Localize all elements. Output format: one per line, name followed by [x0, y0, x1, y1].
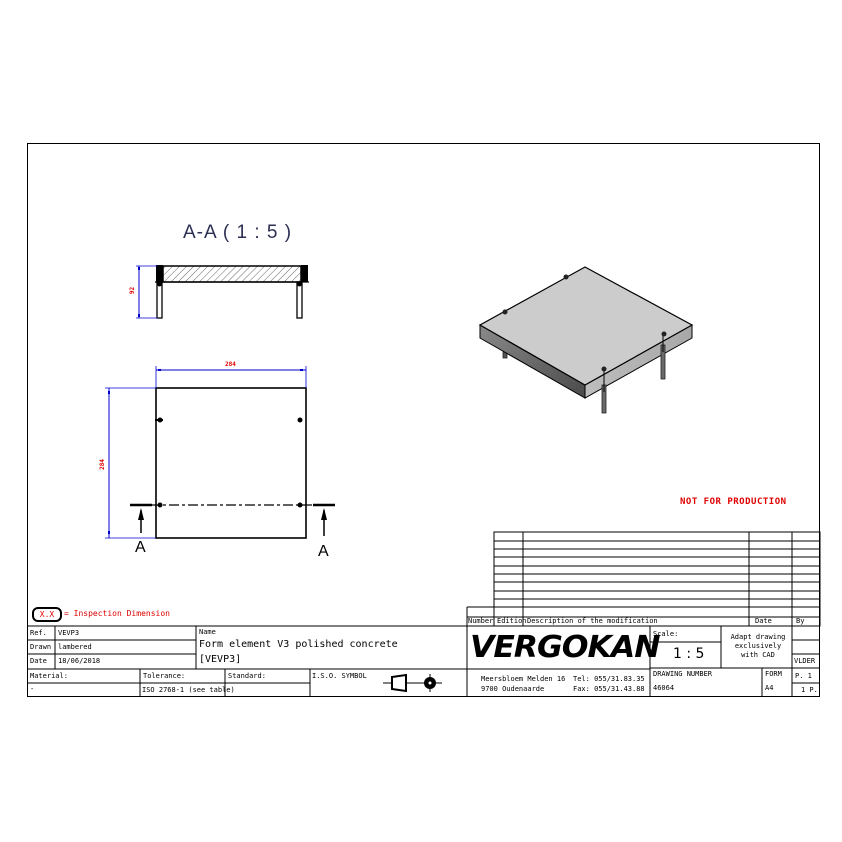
name-line1: Form element V3 polished concrete: [199, 639, 398, 650]
standard-label: Standard:: [228, 672, 266, 680]
iso-projection-symbol: [383, 673, 442, 693]
page-number: P. 1: [795, 672, 812, 680]
name-label: Name: [199, 628, 216, 636]
ref-label: Ref.: [30, 629, 47, 637]
company-logo: VERGOKAN: [470, 630, 661, 665]
top-height-dimension: 284: [98, 459, 106, 470]
date-value: 18/06/2018: [58, 657, 101, 665]
section-view-title: A-A ( 1 : 5 ): [183, 222, 293, 243]
section-height-dimension: 92: [129, 286, 137, 295]
inspection-legend-label: = Inspection Dimension: [64, 609, 170, 618]
inspection-symbol: X.X: [32, 607, 62, 622]
form-label: FORM: [765, 670, 782, 678]
form-value: A4: [765, 684, 774, 692]
tolerance-value: ISO 2768-1 (see table): [142, 686, 235, 694]
company-tel: Tel: 055/31.83.35: [573, 675, 645, 683]
rev-header-number: Number: [468, 617, 494, 625]
drawing-number-label: DRAWING NUMBER: [653, 670, 713, 678]
drawing-frame: [27, 143, 820, 697]
drawn-value: lambered: [58, 643, 92, 651]
material-label: Material:: [30, 672, 68, 680]
date-label: Date: [30, 657, 47, 665]
section-marker-right: A: [318, 543, 329, 560]
scale-label: Scale:: [653, 630, 679, 638]
title-block-grid: [27, 625, 820, 697]
vlder-label: VLDER: [794, 657, 816, 665]
material-value: -: [30, 685, 35, 693]
company-address-line2: 9700 Oudenaarde: [481, 685, 545, 693]
rev-header-date: Date: [755, 617, 772, 625]
ref-value: VEVP3: [58, 629, 80, 637]
not-for-production-watermark: NOT FOR PRODUCTION: [680, 497, 787, 507]
scale-value: 1 : 5: [673, 646, 705, 662]
page-count: 1 P.: [801, 686, 818, 694]
company-fax: Fax: 055/31.43.88: [573, 685, 645, 693]
section-marker-left: A: [135, 539, 146, 556]
iso-symbol-label: I.S.O. SYMBOL: [312, 672, 367, 680]
drawing-number-value: 46064: [653, 684, 675, 692]
top-width-dimension: 284: [225, 361, 236, 368]
tolerance-label: Tolerance:: [143, 672, 186, 680]
cad-note-line1: Adapt drawing: [730, 633, 786, 641]
company-address-line1: Meersbloem Melden 16: [481, 675, 566, 683]
isometric-view: [478, 266, 694, 414]
cad-note-line3: with CAD: [741, 651, 775, 659]
name-line2: [VEVP3]: [199, 654, 242, 665]
drawn-label: Drawn: [30, 643, 52, 651]
cad-note-line2: exclusively: [734, 642, 782, 650]
section-view: [136, 265, 309, 319]
top-view: [105, 366, 335, 539]
rev-header-by: By: [796, 617, 805, 625]
rev-header-description: Description of the modification: [527, 617, 658, 625]
rev-header-edition: Edition: [497, 617, 527, 625]
